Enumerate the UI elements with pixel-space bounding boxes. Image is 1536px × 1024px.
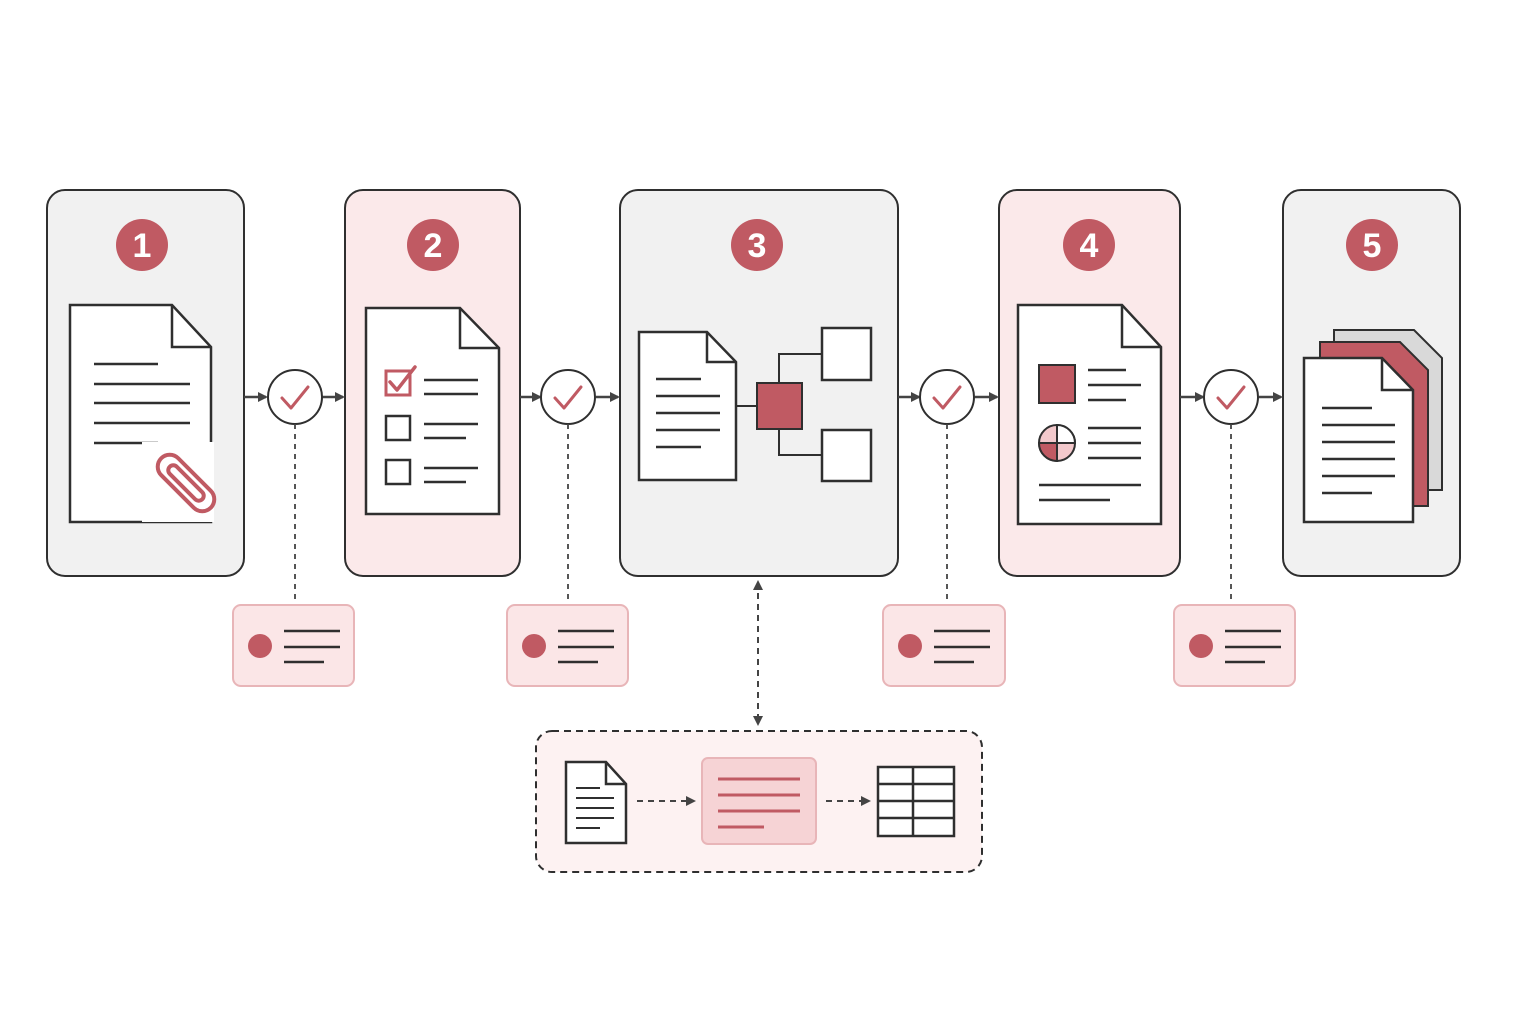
stage-2-number: 2 [424,227,443,265]
checkmark-icon [280,385,310,410]
checkmark-icon [1216,385,1246,410]
document-to-tree-diagram-icon [637,326,873,483]
connector-4-5 [1180,369,1283,604]
stage-3-number: 3 [748,227,767,265]
stage-1-badge: 1 [116,219,168,271]
stacked-documents-icon [1302,329,1443,524]
highlighted-text-icon [701,757,817,845]
checklist-document-icon [364,306,501,516]
note-dot-icon [522,634,546,658]
report-with-chart-icon [1016,303,1163,526]
paperclip-icon [155,452,217,514]
checkpoint-3 [919,369,975,425]
connector-2-3 [520,369,620,604]
stage-4-number: 4 [1080,227,1099,265]
checkmark-icon [932,385,962,410]
stage-5: 5 [1282,189,1461,577]
checkpoint-4 [1203,369,1259,425]
stage-3-badge: 3 [731,219,783,271]
note-card-4 [1173,604,1296,687]
stage-3: 3 [619,189,899,577]
stage-4: 4 [998,189,1181,577]
stage-1-number: 1 [133,227,152,265]
document-with-paperclip-icon [68,303,217,524]
note-card-3 [882,604,1006,687]
stage-1: 1 [46,189,245,577]
stage-2: 2 [344,189,521,577]
stage-5-badge: 5 [1346,219,1398,271]
table-icon [876,765,956,838]
connector-3-4 [898,369,999,604]
note-dot-icon [1189,634,1213,658]
checkpoint-2 [540,369,596,425]
pie-chart-icon [1037,423,1077,463]
note-dot-icon [248,634,272,658]
note-dot-icon [898,634,922,658]
subprocess-panel [535,730,983,873]
connector-1-2 [244,369,345,604]
checkmark-icon [553,385,583,410]
checkpoint-1 [267,369,323,425]
note-card-2 [506,604,629,687]
note-card-1 [232,604,355,687]
stage-4-badge: 4 [1063,219,1115,271]
document-icon [564,760,628,845]
stage-2-badge: 2 [407,219,459,271]
stage-5-number: 5 [1363,227,1382,265]
